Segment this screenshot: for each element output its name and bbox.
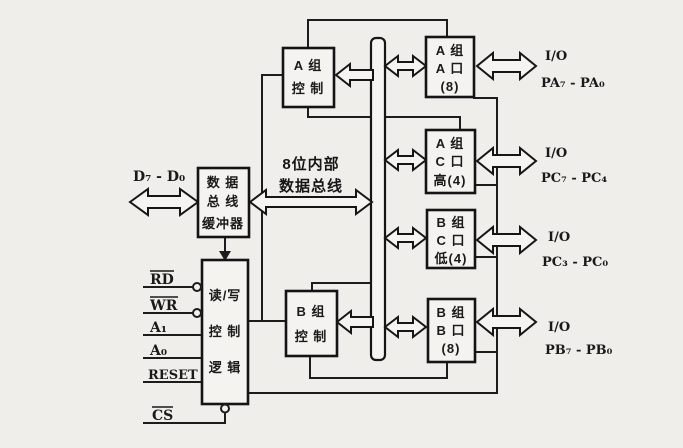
cpu-pin-labels: D₇ - D₀ RD WR A₁ A₀ RESET CS [133, 169, 198, 424]
io-label-port-b: I/O [548, 320, 570, 335]
data-bus-buffer-label-2: 总 线 [207, 194, 240, 209]
port-a-box [424, 35, 476, 99]
group-a-control-label-1: A 组 [294, 58, 323, 73]
port-a-label-1: A 组 [436, 43, 465, 58]
pin-label-cs: CS [152, 408, 173, 424]
wire-group-b-control-to-port-b-bottom [309, 356, 448, 379]
wire-group-b-control-top-to-bus [311, 282, 372, 291]
pin-label-wr: WR [149, 298, 178, 314]
port-a-label-2: A 口 [436, 61, 465, 76]
group-a-control-box [281, 46, 336, 109]
block-data-bus-buffer: 数 据 总 线 缓冲器 [196, 166, 251, 239]
bidir-arrow-bus-to-port-c-high-icon [383, 147, 428, 173]
block-port-c-low: B 组 C 口 低(4) [425, 208, 477, 270]
rw-control-logic-box [200, 258, 250, 406]
port-c-high-box [424, 128, 477, 195]
block-group-b-control: B 组 控 制 [284, 289, 339, 358]
port-c-high-label-2: C 口 [435, 154, 464, 169]
port-c-low-label-3: 低(4) [434, 251, 468, 266]
data-bus-buffer-label-3: 缓冲器 [202, 216, 244, 231]
port-c-high-label-3: 高(4) [434, 173, 467, 188]
internal-bus-caption-line1: 8位内部 [282, 155, 339, 173]
pin-label-a1: A₁ [149, 320, 167, 336]
io-label-port-c-high: I/O [545, 146, 567, 161]
arrow-bus-to-group-b-control-icon [335, 308, 374, 336]
block-group-a-control: A 组 控 制 [281, 46, 336, 109]
pin-label-data-bus: D₇ - D₀ [133, 169, 185, 185]
pin-label-a0: A₀ [149, 343, 167, 359]
group-b-control-label-1: B 组 [296, 304, 325, 319]
port-b-label-1: B 组 [436, 305, 465, 320]
io-range-port-c-high: PC₇ - PC₄ [541, 171, 607, 186]
io-port-labels: I/O PA₇ - PA₀ I/O PC₇ - PC₄ I/O PC₃ - PC… [541, 49, 613, 358]
bidir-arrow-port-c-high-io-icon [475, 145, 538, 177]
bidir-arrow-port-a-io-icon [475, 50, 538, 82]
port-c-low-label-2: C 口 [436, 233, 465, 248]
pin-label-reset: RESET [148, 368, 198, 383]
bus-arrows [128, 50, 538, 340]
cs-inversion-bubble-icon [220, 403, 230, 414]
io-label-port-c-low: I/O [548, 230, 570, 245]
wire-group-a-control-to-port-a-top [307, 19, 448, 48]
port-c-high-label-1: A 组 [436, 136, 465, 151]
pin-label-rd: RD [150, 272, 174, 288]
io-label-port-a: I/O [545, 49, 567, 64]
wire-right-rail-taps [473, 184, 497, 353]
data-bus-buffer-box [196, 166, 251, 239]
port-a-label-3: (8) [441, 79, 460, 94]
block-port-a: A 组 A 口 (8) [424, 35, 476, 99]
block-port-c-high: A 组 C 口 高(4) [424, 128, 477, 195]
wire-pin-cs [143, 413, 226, 424]
bidir-arrow-bus-to-port-b-icon [383, 314, 428, 340]
io-range-port-c-low: PC₃ - PC₀ [542, 255, 608, 270]
group-b-control-box [284, 289, 339, 358]
data-bus-buffer-label-1: 数 据 [207, 175, 240, 190]
internal-data-bus-bar [369, 36, 387, 362]
wire-rw-logic-to-group-controls [248, 74, 286, 322]
port-b-box [426, 297, 477, 364]
arrowhead-buffer-to-rw-icon [219, 251, 231, 261]
group-b-control-label-2: 控 制 [295, 329, 328, 344]
bidir-arrow-bus-to-port-a-icon [383, 53, 428, 79]
bidir-arrow-buffer-to-internal-bus-icon [248, 188, 374, 216]
group-a-control-label-2: 控 制 [292, 81, 325, 96]
bidir-arrow-bus-to-port-c-low-icon [383, 225, 428, 251]
io-range-port-a: PA₇ - PA₀ [541, 76, 605, 91]
block-port-b: B 组 B 口 (8) [426, 297, 477, 364]
block-rw-control-logic: 读/写 控 制 逻 辑 [200, 258, 250, 406]
rd-inversion-bubble-icon [192, 282, 202, 292]
bidir-arrow-port-c-low-io-icon [475, 224, 538, 256]
internal-bus-caption-line2: 数据总线 [279, 177, 343, 195]
port-c-low-label-1: B 组 [436, 215, 465, 230]
rw-control-logic-label-1: 读/写 [209, 288, 242, 303]
bidir-arrow-cpu-data-bus-icon [128, 187, 200, 217]
arrow-bus-to-group-a-control-icon [334, 61, 374, 89]
rw-control-logic-label-2: 控 制 [209, 324, 242, 339]
port-b-label-3: (8) [442, 341, 461, 356]
port-b-label-2: B 口 [436, 323, 465, 338]
internal-bus-caption: 8位内部 数据总线 [279, 155, 343, 195]
io-range-port-b: PB₇ - PB₀ [545, 343, 613, 358]
bidir-arrow-port-b-io-icon [475, 306, 538, 338]
rw-control-logic-label-3: 逻 辑 [209, 360, 242, 375]
port-c-low-box [425, 208, 477, 270]
wr-inversion-bubble-icon [192, 308, 202, 318]
